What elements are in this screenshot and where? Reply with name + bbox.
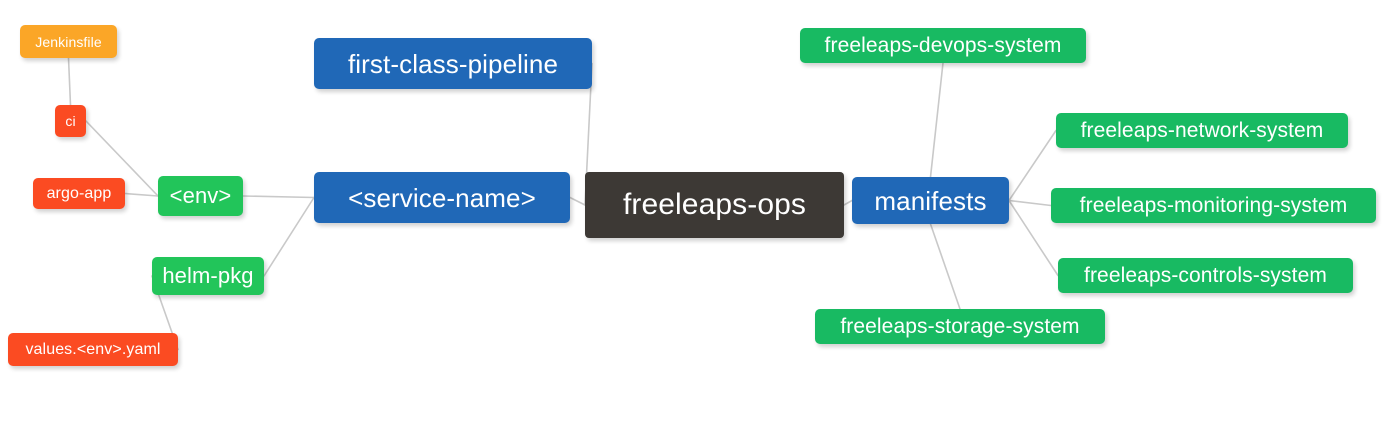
- mindmap-node-service-name[interactable]: <service-name>: [314, 172, 570, 223]
- edge-manifests-to-freeleaps-devops-system: [929, 62, 944, 178]
- node-label: <service-name>: [348, 182, 536, 213]
- node-label: freeleaps-ops: [622, 188, 807, 221]
- node-label: <env>: [169, 183, 232, 208]
- mindmap-node-freeleaps-network-system[interactable]: freeleaps-network-system: [1056, 113, 1348, 148]
- mindmap-node-values-yaml[interactable]: values.<env>.yaml: [8, 333, 178, 366]
- mindmap-node-env[interactable]: <env>: [158, 176, 243, 216]
- mindmap-node-freeleaps-monitoring-system[interactable]: freeleaps-monitoring-system: [1051, 188, 1376, 223]
- mindmap-node-first-class-pipeline[interactable]: first-class-pipeline: [314, 38, 592, 89]
- mindmap-node-argo-app[interactable]: argo-app: [33, 178, 125, 209]
- node-label: manifests: [874, 185, 987, 216]
- node-label: freeleaps-devops-system: [824, 34, 1062, 57]
- mindmap-node-freeleaps-controls-system[interactable]: freeleaps-controls-system: [1058, 258, 1353, 293]
- mindmap-node-freeleaps-storage-system[interactable]: freeleaps-storage-system: [815, 309, 1105, 344]
- edge-manifests-to-freeleaps-monitoring-system: [1008, 199, 1052, 207]
- mindmap-node-manifests[interactable]: manifests: [852, 177, 1009, 224]
- mindmap-node-freeleaps-devops-system[interactable]: freeleaps-devops-system: [800, 28, 1086, 63]
- node-label: freeleaps-controls-system: [1084, 264, 1327, 287]
- edge-env-to-argo-app: [124, 192, 159, 197]
- edge-freeleaps-ops-to-service-name: [569, 196, 586, 206]
- node-label: freeleaps-storage-system: [840, 315, 1080, 338]
- node-label: first-class-pipeline: [347, 48, 559, 79]
- node-label: ci: [65, 113, 76, 129]
- edge-ci-to-jenkinsfile: [67, 57, 72, 106]
- edge-service-name-to-env: [242, 195, 315, 199]
- mindmap-node-jenkinsfile[interactable]: Jenkinsfile: [20, 25, 117, 58]
- mindmap-node-ci[interactable]: ci: [55, 105, 86, 137]
- node-label: freeleaps-network-system: [1080, 119, 1324, 142]
- mindmap-node-helm-pkg[interactable]: helm-pkg: [152, 257, 264, 295]
- node-label: helm-pkg: [162, 263, 254, 288]
- node-label: values.<env>.yaml: [25, 340, 161, 358]
- mindmap-node-freeleaps-ops[interactable]: freeleaps-ops: [585, 172, 844, 238]
- node-label: argo-app: [46, 184, 112, 202]
- node-label: Jenkinsfile: [35, 33, 102, 50]
- edge-service-name-to-helm-pkg: [263, 196, 315, 277]
- edge-manifests-to-freeleaps-network-system: [1008, 129, 1057, 202]
- node-label: freeleaps-monitoring-system: [1079, 194, 1348, 217]
- edge-freeleaps-ops-to-manifests: [843, 199, 853, 206]
- edge-manifests-to-freeleaps-storage-system: [929, 223, 961, 310]
